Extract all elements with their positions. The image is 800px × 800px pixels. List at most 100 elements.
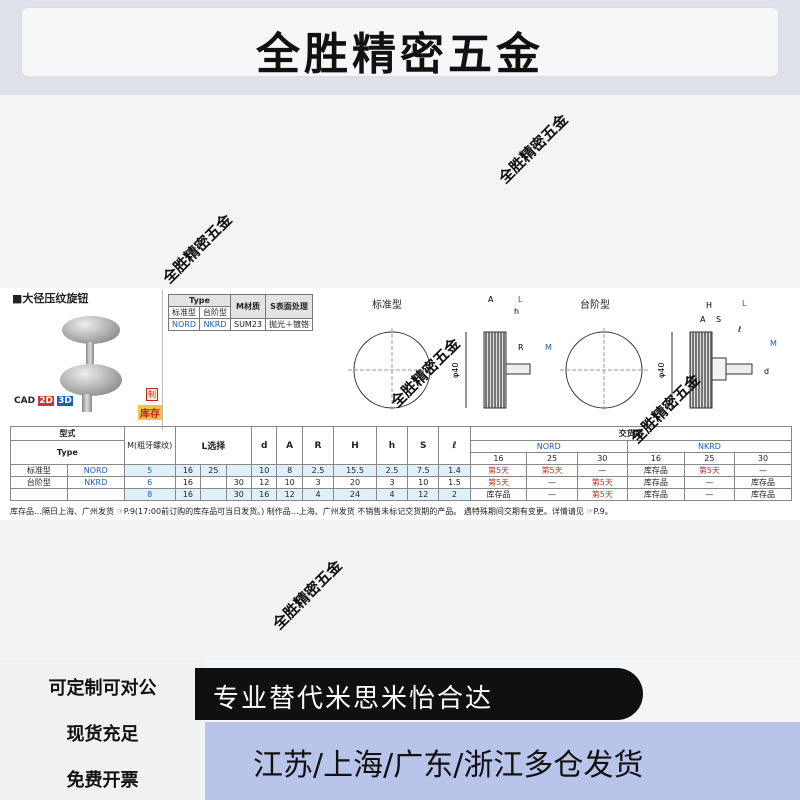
- cell-del: 第5天: [683, 464, 735, 477]
- step-dim-d: d: [764, 367, 769, 376]
- cell-ell: 2: [438, 488, 471, 501]
- cell-del: 第5天: [469, 476, 528, 489]
- th-ell: ℓ: [438, 426, 471, 465]
- cell-r: 3: [301, 476, 335, 489]
- th-smallh: h: [375, 426, 409, 465]
- cell-del: —: [576, 464, 628, 477]
- cell-d: 12: [250, 476, 278, 489]
- spec-material-header: M材质: [229, 294, 267, 319]
- cell-smallh: 2.5: [375, 464, 409, 477]
- step-dim-l: L: [742, 299, 747, 308]
- standard-dim-l: L: [518, 295, 523, 304]
- cad-label: CAD 2D 3D: [14, 396, 73, 406]
- lower-blank-area: [0, 520, 800, 660]
- spec-table: Type M材质 S表面处理 标准型 台阶型 NORD NKRD SUM23 抛…: [168, 294, 314, 331]
- footer-blue-banner: 江苏/上海/广东/浙江多仓发货: [205, 722, 800, 800]
- knob-photo-top: [62, 316, 120, 344]
- cell-del: —: [526, 488, 578, 501]
- step-dim-d40-label: φ40: [657, 363, 666, 378]
- cell-del: —: [733, 464, 793, 477]
- footer-dark-banner: 专业替代米思米怡合达: [195, 668, 643, 720]
- cell-smallh: 3: [375, 476, 409, 489]
- th-l-select: L选择: [174, 426, 253, 465]
- standard-side-knurl: [483, 331, 507, 409]
- step-dim-s: S: [716, 315, 721, 324]
- banner-frame: 全胜精密五金: [20, 6, 780, 80]
- cell-bigh: 20: [333, 476, 377, 489]
- cell-del: —: [683, 488, 735, 501]
- step-dim-a: A: [700, 315, 706, 324]
- custom-badge: 制: [146, 388, 158, 401]
- standard-dim-m: M: [545, 343, 552, 352]
- cell-del: 第5天: [526, 464, 578, 477]
- cell-del: 库存品: [733, 488, 793, 501]
- footnotes: 库存品…隔日上海、广州发货 ☞P.9(17:00前订购的库存品可当日发货。) 制…: [10, 507, 613, 516]
- th-s: S: [407, 426, 440, 465]
- knob-photo-bottom: [60, 364, 122, 396]
- standard-dim-r: R: [518, 343, 524, 352]
- footer-blue-text: 江苏/上海/广东/浙江多仓发货: [253, 748, 644, 783]
- cell-s: 12: [407, 488, 440, 501]
- footer-left-panel: 可定制可对公 现货充足 免费开票: [0, 660, 205, 800]
- spec-main-table: 型式 M(粗牙螺纹) L选择 d A R H h S ℓ 交货期 Type NO…: [10, 426, 793, 501]
- th-d: d: [250, 426, 278, 465]
- cell-s: 7.5: [407, 464, 440, 477]
- product-name: ■大径压纹旋钮: [12, 292, 89, 305]
- cad-2d-badge: 2D: [38, 396, 54, 406]
- cell-m: 6: [123, 476, 176, 489]
- footer-custom-text: 可定制可对公: [48, 678, 157, 699]
- upper-blank-area: [0, 95, 800, 288]
- th-m: M(粗牙螺纹): [123, 426, 176, 465]
- cell-m: 8: [123, 488, 176, 501]
- cell-a: 8: [276, 464, 303, 477]
- table-row: 台阶型 NKRD 6 16 30 12 10 3 20 3 10 1.5 第5天…: [10, 476, 793, 489]
- th-nkrd-30: 30: [733, 452, 793, 465]
- table-row: 8 16 30 16 12 4 24 4 12 2 库存品 — 第5天 库存品 …: [10, 488, 793, 501]
- step-dim-ell: ℓ: [737, 325, 741, 334]
- standard-dim-d40-label: φ40: [451, 363, 460, 378]
- cell-del: 库存品: [469, 488, 528, 501]
- cell-del: 第5天: [576, 488, 628, 501]
- step-dim-m: M: [770, 339, 777, 348]
- th-type-group: 型式: [10, 426, 125, 441]
- standard-side-shaft: [505, 363, 531, 375]
- cell-l1: 16: [174, 488, 202, 501]
- cad-3d-badge: 3D: [57, 396, 73, 406]
- cell-ell: 1.5: [438, 476, 471, 489]
- product-photo-cell: ■大径压纹旋钮 CAD 2D 3D 制 库存: [10, 290, 163, 430]
- cell-kind: [10, 488, 68, 501]
- technical-drawing: φ40 A L h R M φ40 H A S L ℓ M d: [348, 295, 777, 412]
- cell-smallh: 4: [375, 488, 409, 501]
- step-side-shaft: [725, 363, 753, 375]
- cell-bigh: 24: [333, 488, 377, 501]
- cell-s: 10: [407, 476, 440, 489]
- th-nord: NORD: [469, 440, 628, 453]
- cell-del: 库存品: [626, 488, 685, 501]
- cell-type: NORD: [66, 464, 125, 477]
- spec-surface-header: S表面处理: [265, 294, 314, 319]
- cell-d: 16: [250, 488, 278, 501]
- cell-a: 10: [276, 476, 303, 489]
- cell-l2: 25: [200, 464, 227, 477]
- diagram-standard-title: 标准型: [372, 300, 402, 311]
- cell-l3: 30: [225, 476, 253, 489]
- shaft-photo-top: [86, 342, 94, 364]
- footer-invoice-text: 免费开票: [66, 770, 139, 791]
- cad-text: CAD: [14, 396, 36, 406]
- cell-del: —: [526, 476, 578, 489]
- table-row: 标准型 NORD 5 16 25 10 8 2.5 15.5 2.5 7.5 1…: [10, 464, 793, 477]
- catalog-sheet: ■大径压纹旋钮 CAD 2D 3D 制 库存 Type M材质 S表面处理 标准…: [0, 288, 800, 520]
- cell-l3: [225, 464, 253, 477]
- step-side-boss: [711, 357, 727, 381]
- shaft-photo-bottom: [82, 394, 92, 412]
- th-bigh: H: [333, 426, 377, 465]
- cell-del: —: [683, 476, 735, 489]
- cell-l2: [200, 476, 227, 489]
- th-nkrd-16: 16: [626, 452, 685, 465]
- standard-dim-a: A: [488, 295, 494, 304]
- cell-a: 12: [276, 488, 303, 501]
- spec-surface: 抛光＋镀铬: [265, 318, 314, 331]
- diagram-step-title: 台阶型: [580, 300, 610, 311]
- cell-r: 4: [301, 488, 335, 501]
- cell-m: 5: [123, 464, 176, 477]
